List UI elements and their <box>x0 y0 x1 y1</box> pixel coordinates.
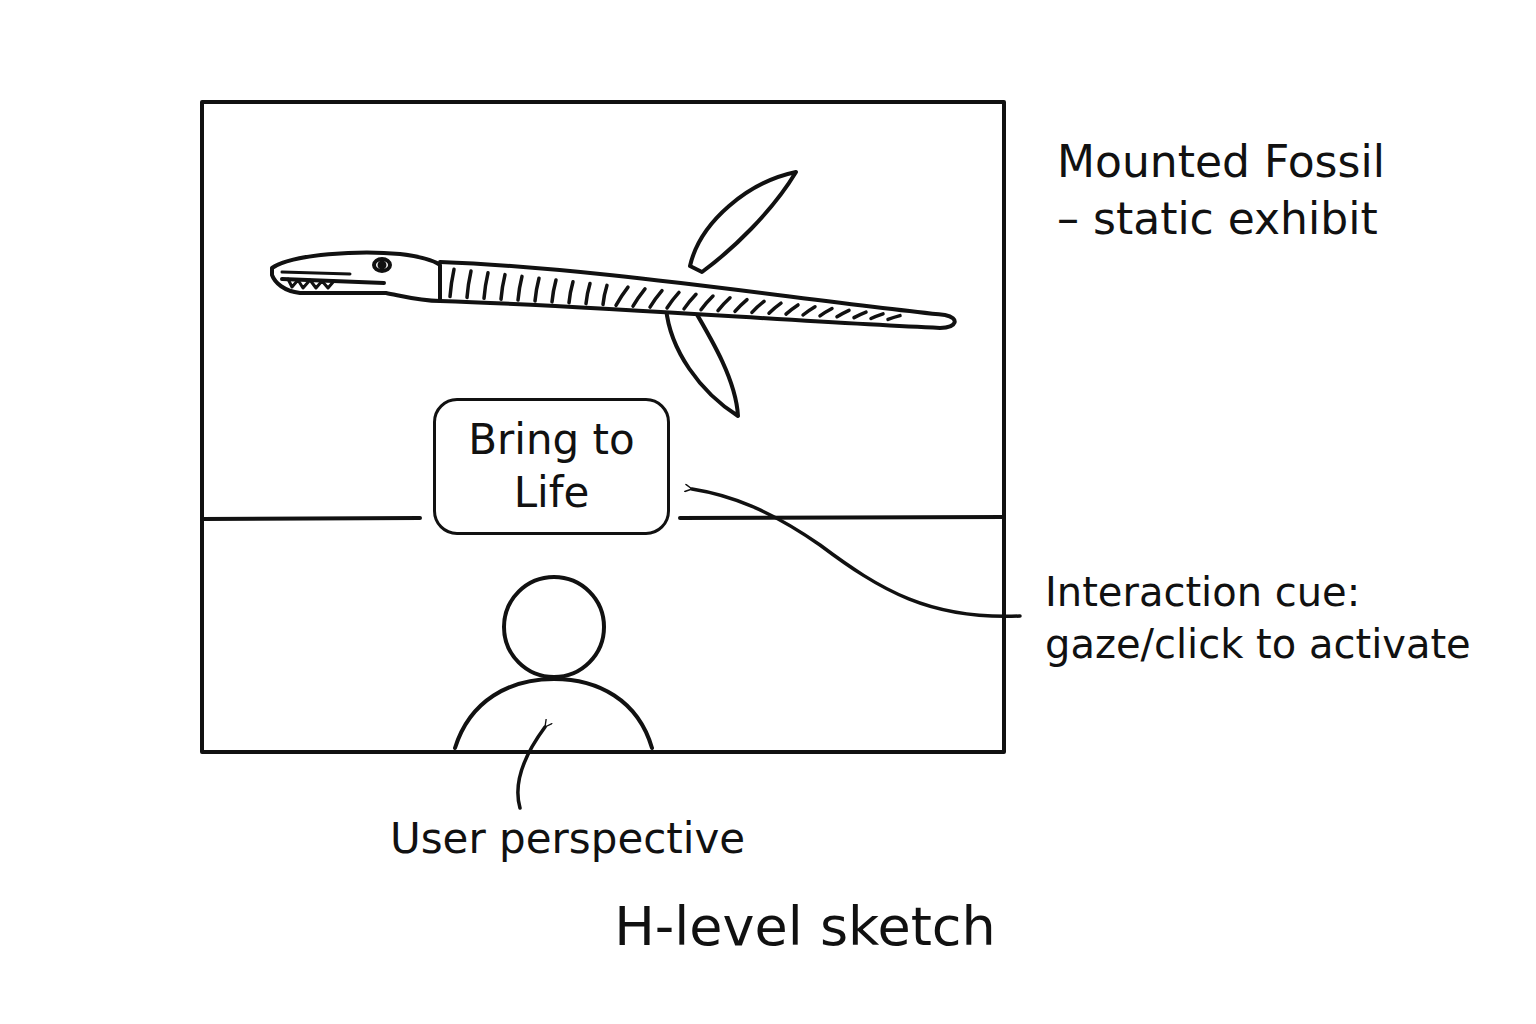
rib <box>803 307 815 315</box>
fossil-body <box>440 262 955 328</box>
rib <box>769 303 781 313</box>
annotation-note: User perspective <box>390 812 810 867</box>
rib <box>586 284 590 304</box>
leader-arrow <box>518 727 545 808</box>
flipper <box>690 172 796 272</box>
rib <box>518 276 522 300</box>
teeth <box>288 279 334 288</box>
rib <box>684 294 696 309</box>
horizon-line <box>202 518 420 519</box>
rib <box>569 282 573 303</box>
annotation-note: Mounted Fossil – static exhibit <box>1057 133 1402 247</box>
eye-pupil <box>380 263 385 268</box>
rib <box>603 285 607 304</box>
rib <box>701 296 713 310</box>
action-button: Bring to Life <box>433 398 670 535</box>
rib <box>633 289 645 306</box>
rib <box>871 314 883 319</box>
rib <box>888 316 900 320</box>
rib <box>650 291 662 307</box>
rib <box>820 309 832 316</box>
rib <box>718 298 730 311</box>
rib <box>616 287 628 305</box>
annotation-note: Interaction cue: gaze/click to activate <box>1045 566 1485 670</box>
fossil-illustration <box>272 172 955 416</box>
view-frame <box>202 102 1004 752</box>
leader-arrow <box>692 489 1020 616</box>
rib <box>786 305 798 314</box>
rib <box>484 273 488 299</box>
rib <box>837 310 849 316</box>
rib <box>552 280 556 302</box>
eye-socket <box>374 259 390 271</box>
rib <box>854 312 866 318</box>
user-shoulders <box>455 679 652 748</box>
button-text: Bring to Life <box>457 414 647 519</box>
sketch-caption: H-level sketch <box>614 895 995 960</box>
user-head <box>504 577 604 677</box>
rib <box>501 275 505 300</box>
horizon-line <box>680 517 1004 518</box>
rib <box>667 292 679 308</box>
rib <box>467 271 471 297</box>
jaw-line <box>282 272 350 274</box>
rib <box>450 269 454 296</box>
rib <box>735 300 747 312</box>
fossil-skull <box>272 253 440 301</box>
flipper <box>666 306 738 416</box>
rib <box>535 278 539 301</box>
rib <box>752 301 764 312</box>
